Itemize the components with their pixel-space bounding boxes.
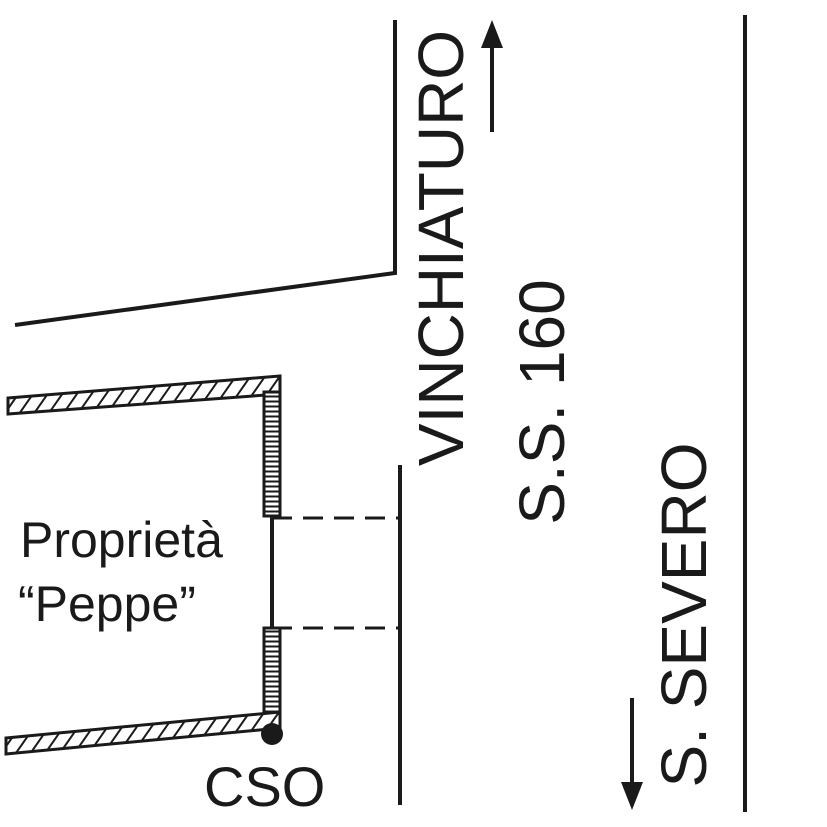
filled-dot-icon — [261, 723, 283, 745]
property-wall-upper-side — [262, 390, 282, 518]
arrow-down-icon — [621, 698, 643, 810]
property-wall-upper — [6, 374, 282, 416]
road-name-label: S.S. 160 — [506, 279, 578, 525]
point-label: CSO — [204, 755, 325, 818]
property-wall-lower — [4, 710, 282, 756]
road-left-edge-upper — [14, 20, 397, 327]
destination-label-south: S. SEVERO — [648, 443, 720, 788]
destination-label-north: VINCHIATURO — [405, 30, 477, 466]
property-label-line2: “Peppe” — [18, 576, 196, 632]
property-label-line1: Proprietà — [20, 512, 223, 568]
property-wall-lower-side — [262, 626, 282, 716]
arrow-up-icon — [481, 20, 503, 132]
